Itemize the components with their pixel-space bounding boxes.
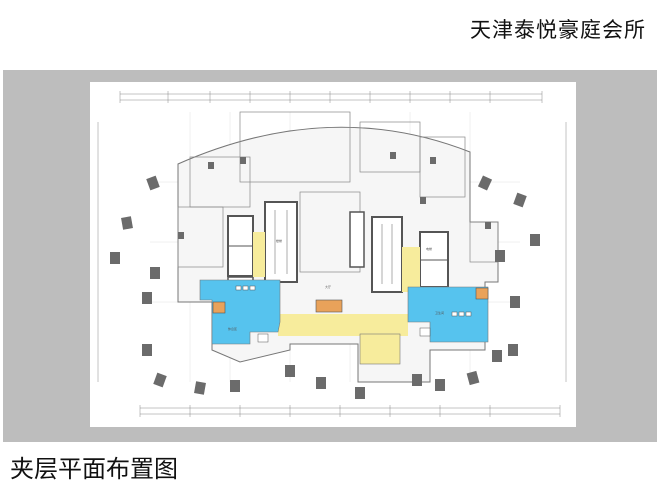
core-stair-right xyxy=(371,216,403,293)
toilet-fixtures xyxy=(235,285,472,343)
blue-zone-left xyxy=(199,279,281,345)
yellow-corridor xyxy=(278,314,408,336)
svg-text:楼梯: 楼梯 xyxy=(276,238,282,243)
dimension-lines xyxy=(97,93,567,415)
core-small-right xyxy=(349,211,365,268)
drawing-title: 天津泰悦豪庭会所 xyxy=(470,18,646,42)
orange-room-right xyxy=(475,287,489,300)
orange-room-left xyxy=(212,301,226,314)
interior-columns xyxy=(178,152,491,239)
core-elevator-left xyxy=(227,215,254,277)
yellow-hall-lower xyxy=(359,333,401,365)
dimension-ticks xyxy=(119,91,561,417)
yellow-zone-left xyxy=(253,232,265,277)
svg-text:卫生间: 卫生间 xyxy=(435,310,444,315)
floor-plan-drawing: 大厅 休息区 卫生间 楼梯 电梯 xyxy=(97,91,567,417)
core-elevator-right xyxy=(419,231,449,288)
core-stair-left xyxy=(264,201,298,283)
yellow-zone-right xyxy=(402,247,420,292)
room-labels: 大厅 休息区 卫生间 楼梯 电梯 xyxy=(228,238,444,331)
svg-text:大厅: 大厅 xyxy=(325,284,331,289)
perimeter-columns xyxy=(110,175,540,399)
svg-text:休息区: 休息区 xyxy=(228,326,237,331)
plan-caption: 夹层平面布置图 xyxy=(10,455,178,483)
orange-feature-center xyxy=(315,299,343,313)
svg-text:电梯: 电梯 xyxy=(426,246,432,251)
blue-zone-right xyxy=(407,286,489,343)
floor-plan-sheet: 大厅 休息区 卫生间 楼梯 电梯 xyxy=(90,82,576,427)
